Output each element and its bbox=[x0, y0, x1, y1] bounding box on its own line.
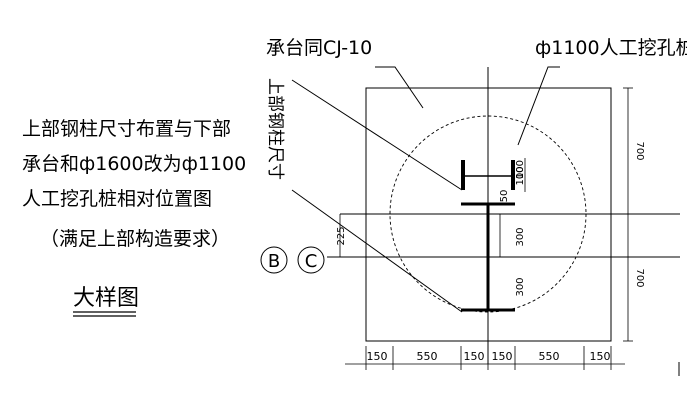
steel-column-leader-2 bbox=[291, 189, 463, 313]
dim-inner-50: 50 bbox=[499, 190, 510, 203]
axis-b-bubble: B bbox=[260, 246, 288, 274]
dim-inner-300-a: 300 bbox=[515, 227, 526, 246]
dim-bottom-150-a: 150 bbox=[367, 350, 388, 363]
description-block: 上部钢柱尺寸布置与下部 承台和ф1600改为ф1100 人工挖孔桩相对位置图 （… bbox=[22, 118, 246, 250]
description-line-3: 人工挖孔桩相对位置图 bbox=[22, 188, 212, 210]
steel-column-label: 上部钢柱尺寸 bbox=[265, 78, 285, 180]
dim-bottom-150-b: 150 bbox=[464, 350, 485, 363]
axis-c-bubble: C bbox=[297, 246, 325, 274]
cap-label-leader bbox=[375, 66, 424, 109]
steel-column-leader-1 bbox=[291, 79, 463, 191]
dim-inner-300-b: 300 bbox=[515, 277, 526, 296]
dim-inner-100-b: 100 bbox=[515, 166, 526, 185]
dim-right-700-lower: 700 bbox=[634, 268, 645, 287]
dim-inner-100-a: 100 bbox=[515, 160, 526, 179]
pile-label-leader bbox=[517, 66, 560, 146]
axis-c-label: C bbox=[305, 251, 318, 272]
dim-bottom-150-c: 150 bbox=[492, 350, 513, 363]
upper-steel-column bbox=[461, 160, 515, 190]
dim-bottom-550-a: 550 bbox=[417, 350, 438, 363]
description-line-2: 承台和ф1600改为ф1100 bbox=[22, 153, 246, 175]
bottom-dimensions: 150 550 150 150 550 150 bbox=[345, 346, 625, 370]
description-line-4: （满足上部构造要求） bbox=[40, 228, 230, 250]
cap-label: 承台同CJ-10 bbox=[266, 37, 372, 59]
lower-steel-column bbox=[461, 202, 515, 312]
detail-title: 大样图 bbox=[73, 286, 139, 311]
pile-label: ф1100人工挖孔桩 bbox=[535, 37, 687, 59]
dim-bottom-150-d: 150 bbox=[590, 350, 611, 363]
inner-dimensions: 100 100 50 300 300 225 bbox=[336, 158, 526, 297]
description-line-1: 上部钢柱尺寸布置与下部 bbox=[22, 118, 231, 140]
dim-bottom-550-b: 550 bbox=[539, 350, 560, 363]
axis-b-label: B bbox=[268, 251, 280, 272]
dim-right-700-upper: 700 bbox=[634, 141, 645, 160]
right-dimensions: 700 700 bbox=[623, 87, 645, 342]
dim-inner-225: 225 bbox=[336, 226, 347, 245]
